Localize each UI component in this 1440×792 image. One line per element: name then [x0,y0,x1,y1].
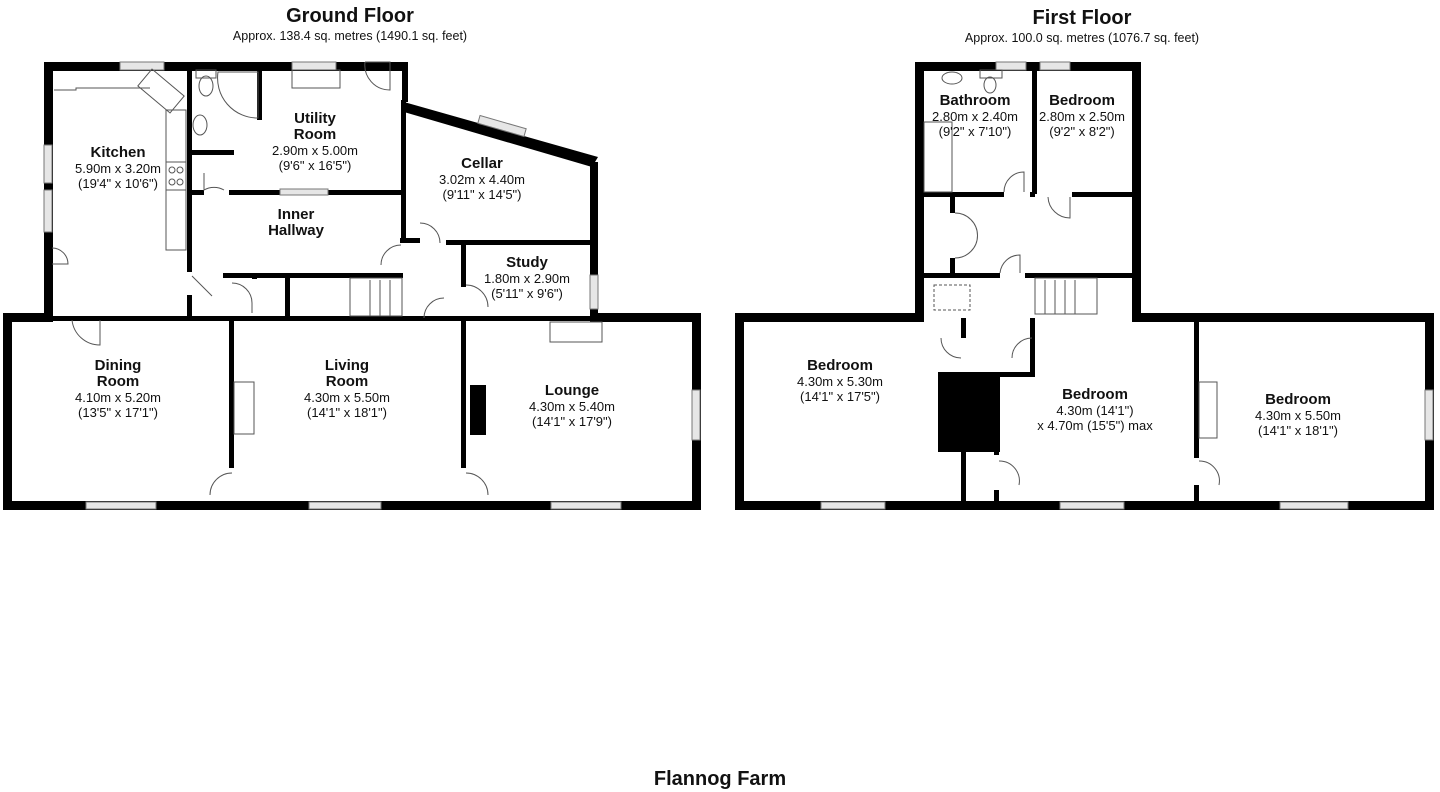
room-bedroom-east-metric: 4.30m x 5.50m [1255,408,1341,423]
first-floor-fixtures [923,69,1220,486]
first-floor-windows [820,61,1434,510]
room-bedroom-middle-imperial: x 4.70m (15'5") max [1037,418,1153,433]
room-bathroom-imperial: (9'2" x 7'10") [938,124,1012,139]
room-dining-metric: 4.10m x 5.20m [75,390,161,405]
room-bedroom-small-name: Bedroom [1049,92,1115,109]
room-utility-name-1: Utility [294,110,336,127]
room-dining-name-2: Room [96,373,140,390]
first-floor-area: Approx. 100.0 sq. metres (1076.7 sq. fee… [964,31,1200,45]
room-living-imperial: (14'1" x 18'1") [307,405,387,420]
room-study: Study 1.80m x 2.90m (5'11" x 9'6") [466,254,588,302]
room-cellar-imperial: (9'11" x 14'5") [442,187,522,202]
room-lounge: Lounge 4.30m x 5.40m (14'1" x 17'9") [512,382,632,430]
room-cellar-name: Cellar [461,155,503,172]
room-bedroom-middle-metric: 4.30m (14'1") [1056,403,1134,418]
room-bedroom-small-imperial: (9'2" x 8'2") [1049,124,1115,139]
room-cellar-metric: 3.02m x 4.40m [439,172,525,187]
room-bedroom-east-imperial: (14'1" x 18'1") [1258,423,1338,438]
room-study-imperial: (5'11" x 9'6") [491,286,563,301]
room-lounge-metric: 4.30m x 5.40m [529,399,615,414]
room-bedroom-west-imperial: (14'1" x 17'5") [800,389,880,404]
room-utility-name-2: Room [293,126,337,143]
room-bedroom-west: Bedroom 4.30m x 5.30m (14'1" x 17'5") [780,357,900,405]
room-dining: Dining Room 4.10m x 5.20m (13'5" x 17'1"… [58,357,178,421]
room-living: Living Room 4.30m x 5.50m (14'1" x 18'1"… [287,357,407,421]
room-study-name: Study [506,254,548,271]
ground-floor-windows [43,61,701,510]
room-bedroom-west-name: Bedroom [807,357,873,374]
room-living-metric: 4.30m x 5.50m [304,390,390,405]
room-kitchen-metric: 5.90m x 3.20m [75,161,161,176]
room-living-name-2: Room [325,373,369,390]
room-kitchen: Kitchen 5.90m x 3.20m (19'4" x 10'6") [58,144,178,192]
room-lounge-imperial: (14'1" x 17'9") [532,414,612,429]
room-bedroom-small-metric: 2.80m x 2.50m [1039,109,1125,124]
room-bedroom-middle-name: Bedroom [1062,386,1128,403]
room-utility-metric: 2.90m x 5.00m [272,143,358,158]
room-bedroom-middle: Bedroom 4.30m (14'1") x 4.70m (15'5") ma… [1020,386,1170,434]
room-bathroom: Bathroom 2.80m x 2.40m (9'2" x 7'10") [925,92,1025,140]
room-utility: Utility Room 2.90m x 5.00m (9'6" x 16'5"… [255,110,375,174]
room-bathroom-name: Bathroom [939,92,1011,109]
room-dining-name-1: Dining [94,357,142,374]
room-kitchen-name: Kitchen [90,144,146,161]
room-utility-imperial: (9'6" x 16'5") [278,158,352,173]
room-dining-imperial: (13'5" x 17'1") [78,405,158,420]
room-bedroom-small: Bedroom 2.80m x 2.50m (9'2" x 8'2") [1032,92,1132,140]
room-bedroom-west-metric: 4.30m x 5.30m [797,374,883,389]
ground-floor-title: Ground Floor [286,5,414,27]
room-inner-hallway-name-2: Hallway [268,222,324,239]
first-floor-title: First Floor [1032,7,1132,29]
property-name: Flannog Farm [653,768,787,790]
ground-floor-area: Approx. 138.4 sq. metres (1490.1 sq. fee… [232,29,468,43]
room-bedroom-east-name: Bedroom [1265,391,1331,408]
room-bedroom-east: Bedroom 4.30m x 5.50m (14'1" x 18'1") [1238,391,1358,439]
room-living-name-1: Living [324,357,370,374]
room-study-metric: 1.80m x 2.90m [484,271,570,286]
room-bathroom-metric: 2.80m x 2.40m [932,109,1018,124]
ground-floor-fixtures [51,61,603,496]
room-inner-hallway: Inner Hallway [236,207,356,239]
room-cellar: Cellar 3.02m x 4.40m (9'11" x 14'5") [422,155,542,203]
room-lounge-name: Lounge [544,382,600,399]
room-kitchen-imperial: (19'4" x 10'6") [78,176,158,191]
room-inner-hallway-name-1: Inner [277,206,315,223]
